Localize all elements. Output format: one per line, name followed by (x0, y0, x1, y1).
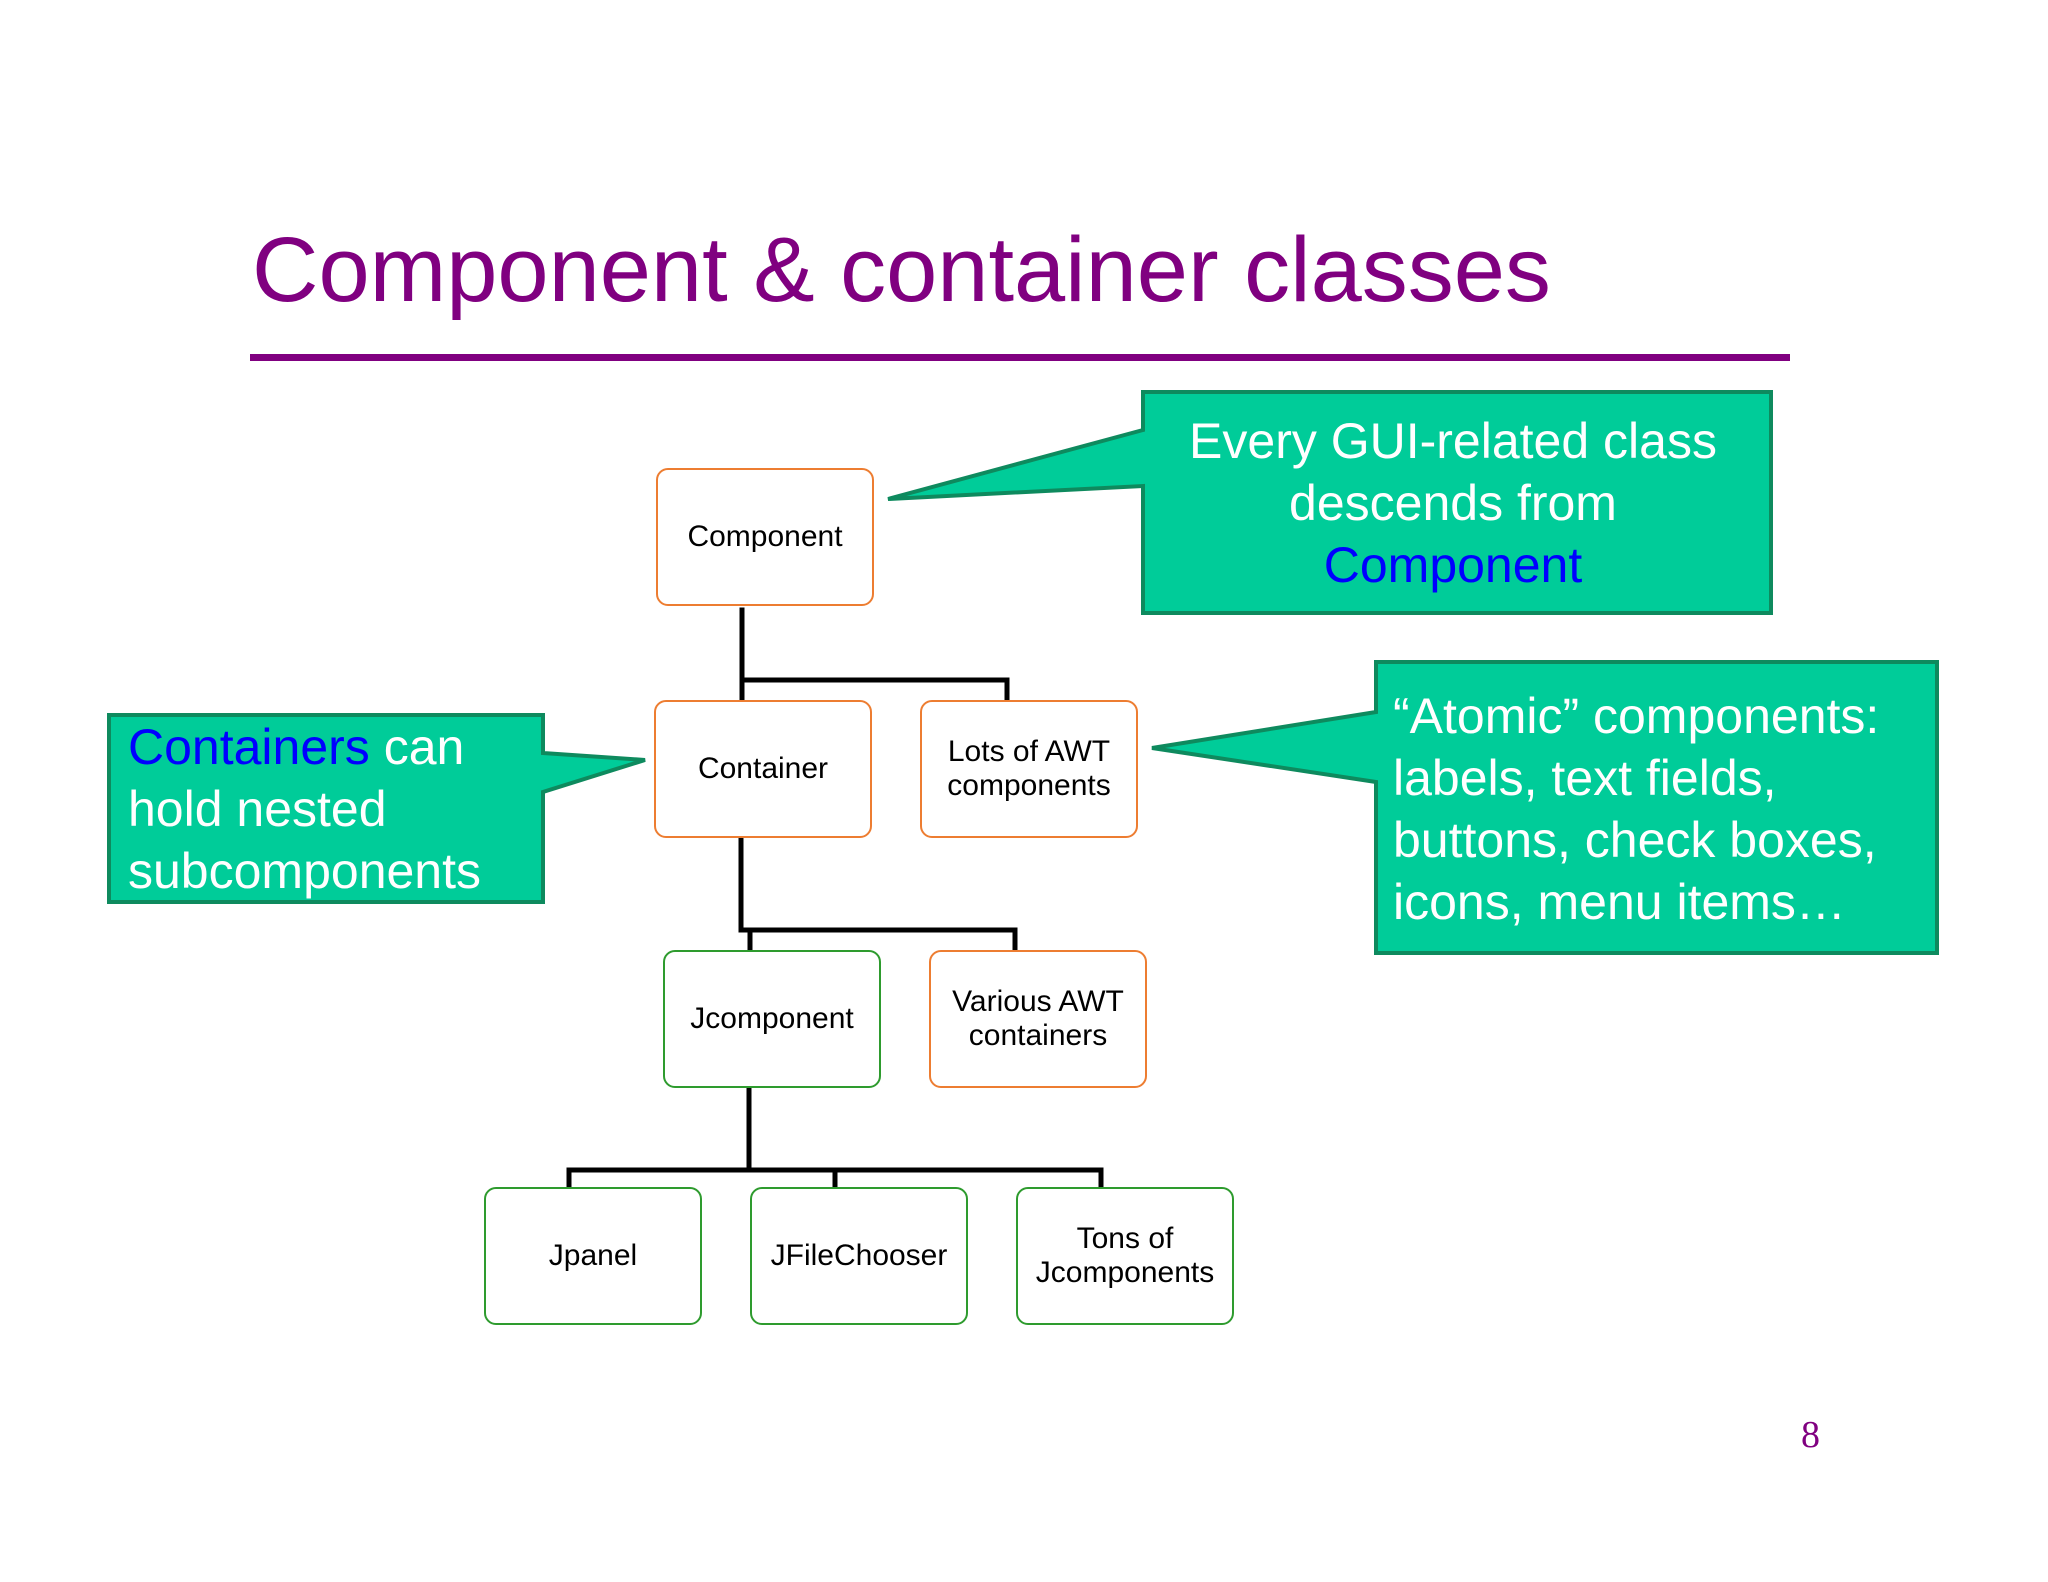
node-jcomponent-label: Jcomponent (690, 1002, 854, 1035)
callout-left-line-3: subcomponents (128, 843, 482, 899)
callout-right-line-4: icons, menu items… (1393, 874, 1846, 930)
node-tons-j-line-1: Tons of (1076, 1222, 1174, 1255)
node-jcomponent: Jcomponent (663, 950, 881, 1088)
callout-right-line-1: “Atomic” components: (1393, 688, 1880, 744)
callout-top-line-3: Component (1323, 537, 1583, 593)
connector-container-to-children (738, 835, 1018, 953)
node-various-awt-containers: Various AWT containers (929, 950, 1147, 1088)
node-tons-of-jcomponents: Tons of Jcomponents (1016, 1187, 1234, 1325)
node-component: Component (656, 468, 874, 606)
node-jpanel: Jpanel (484, 1187, 702, 1325)
node-jfilechooser: JFileChooser (750, 1187, 968, 1325)
callout-atomic-note: “Atomic” components: labels, text fields… (1373, 659, 1933, 951)
node-various-awt-line-1: Various AWT (952, 985, 1124, 1018)
node-lots-awt-line-2: components (947, 769, 1111, 802)
callout-shapes (107, 390, 1939, 955)
callout-top-line-1: Every GUI-related class (1189, 413, 1717, 469)
node-lots-of-awt-components: Lots of AWT components (920, 700, 1138, 838)
connector-component-to-children (739, 607, 1010, 703)
callout-left-line-2: hold nested (128, 781, 387, 837)
callout-right-shape (1151, 660, 1939, 955)
node-various-awt-line-2: containers (968, 1019, 1108, 1052)
callout-right-line-2: labels, text fields, (1393, 750, 1777, 806)
callout-left-line-1-rest: can (369, 719, 465, 775)
node-jfilechooser-label: JFileChooser (770, 1239, 948, 1272)
callout-top-shape (887, 390, 1773, 615)
node-component-label: Component (687, 520, 843, 553)
node-container-label: Container (697, 752, 829, 785)
node-tons-j-line-2: Jcomponents (1035, 1256, 1215, 1289)
node-jpanel-label: Jpanel (548, 1239, 638, 1272)
callout-containers-note: Containers can hold nested subcomponents (107, 712, 542, 900)
callout-component-note: Every GUI-related class descends from Co… (1139, 390, 1767, 611)
connector-lines (566, 607, 1104, 1190)
node-container: Container (654, 700, 872, 838)
callout-left-shape (107, 713, 646, 904)
callout-left-highlight: Containers (128, 719, 370, 775)
callout-right-line-3: buttons, check boxes, (1393, 812, 1877, 868)
title-underline (250, 354, 1790, 361)
callout-left-line-1: Containers can (128, 716, 542, 778)
connector-jcomponent-to-children (566, 1087, 1104, 1190)
node-lots-awt-line-1: Lots of AWT (947, 735, 1111, 768)
page-number: 8 (1801, 1414, 1820, 1456)
slide-title: Component & container classes (252, 219, 1551, 321)
callout-top-line-2: descends from (1289, 475, 1617, 531)
